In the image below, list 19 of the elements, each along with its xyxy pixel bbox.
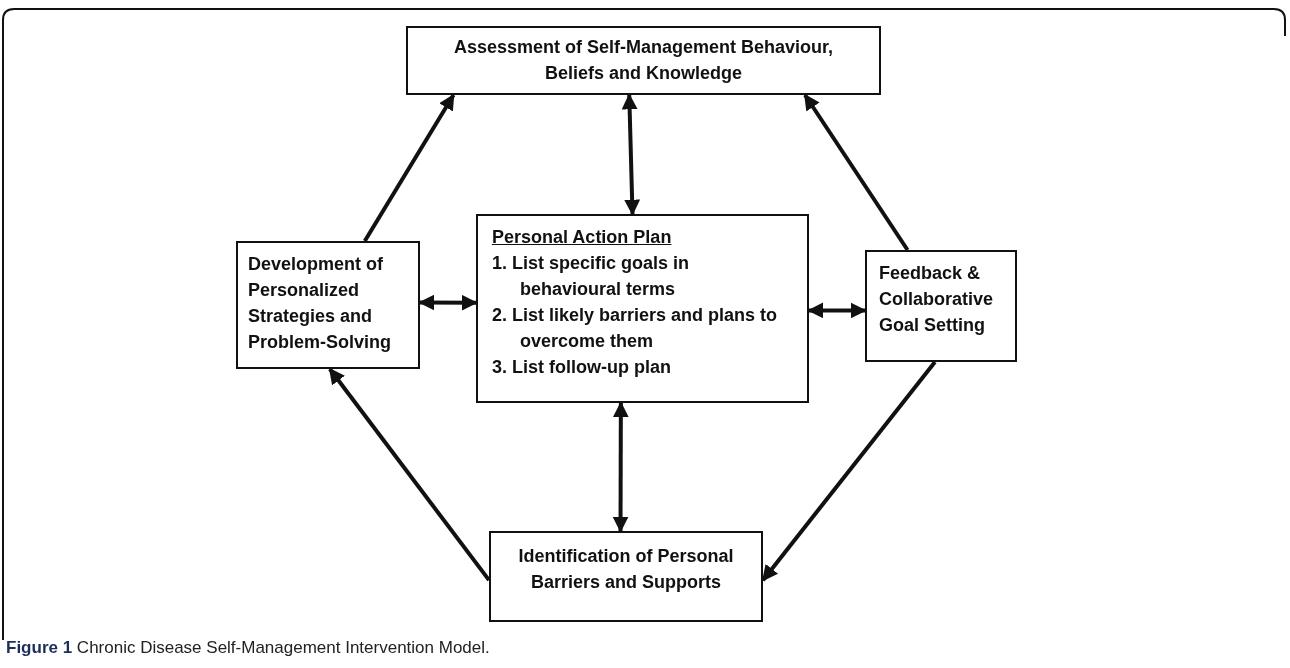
box-label: Identification of Personal Barriers and Supports [517,545,735,594]
arrow [363,93,456,243]
process-box [236,241,420,369]
box-label: Feedback & Collaborative Goal Setting [879,262,995,337]
arrow [621,93,641,216]
arrow [328,367,491,582]
box-label: Assessment of Self-Management Behaviour, Beliefs and Knowledge [452,36,835,85]
list-item: 2. List likely barriers and plans to overcome them [492,304,779,353]
list-item: 3. List follow-up plan [492,356,672,379]
list-item: 1. List specific goals in behavioural terms [492,252,691,301]
process-box [865,250,1017,362]
process-box [406,26,881,95]
arrow [612,401,629,533]
box-heading: Personal Action Plan [492,226,673,249]
box-label: Development of Personalized Strategies and Problem-Solving [248,253,392,354]
arrow [803,93,910,252]
action-plan-box [476,214,809,403]
figure-caption: Figure 1 Chronic Disease Self-Management Intervention Model. [6,638,490,658]
process-box [489,531,763,622]
